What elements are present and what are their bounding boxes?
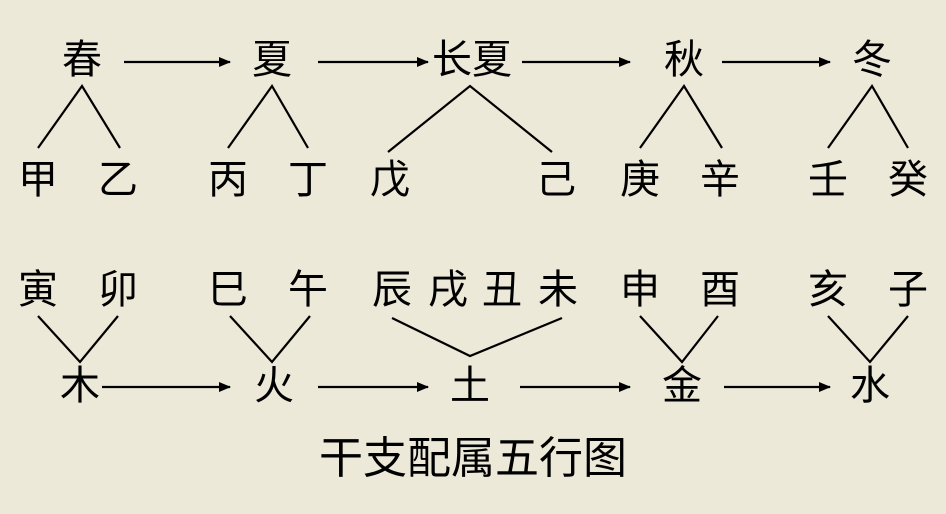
branch-element-link-5	[827, 315, 909, 364]
branch-yin: 寅	[18, 267, 58, 313]
season-summer: 夏	[252, 37, 292, 83]
branch-element-link-4	[639, 315, 719, 364]
branch-mao: 卯	[98, 267, 138, 313]
stem-jia: 甲	[18, 157, 58, 203]
branch-element-link-1	[37, 315, 119, 364]
stem-bing: 丙	[208, 157, 248, 203]
season-stem-link-4	[639, 84, 723, 149]
season-stem-link-2	[227, 83, 309, 149]
element-fire: 火	[254, 363, 294, 409]
element-water: 水	[850, 363, 890, 409]
branch-wu: 午	[288, 267, 328, 313]
branch-xu: 戌	[428, 267, 468, 313]
branch-zi: 子	[888, 267, 928, 313]
diagram-caption: 干支配属五行图	[319, 433, 627, 484]
branch-chen: 辰	[372, 267, 412, 313]
element-metal: 金	[662, 363, 702, 409]
branch-shen: 申	[620, 267, 660, 313]
branch-element-link-2	[229, 315, 311, 364]
branch-hai: 亥	[808, 267, 848, 313]
stem-yi: 乙	[98, 157, 138, 203]
element-wood: 木	[60, 363, 100, 409]
branch-you: 酉	[700, 267, 740, 313]
stem-xin: 辛	[700, 157, 740, 203]
stem-ji: 己	[536, 157, 576, 203]
stem-wu: 戊	[370, 157, 410, 203]
season-spring: 春	[62, 37, 102, 83]
branch-wei: 未	[538, 267, 578, 313]
branch-si: 巳	[208, 267, 248, 313]
season-stem-link-1	[37, 84, 121, 149]
stem-ren: 壬	[808, 157, 848, 203]
season-stem-link-3	[387, 84, 553, 153]
season-late-summer: 长夏	[432, 37, 512, 83]
stem-geng: 庚	[620, 157, 660, 203]
season-stem-link-5	[827, 83, 909, 149]
branch-element-link-3	[391, 316, 563, 358]
stem-gui: 癸	[888, 157, 928, 203]
branch-chou: 丑	[482, 267, 522, 313]
stem-ding: 丁	[288, 157, 328, 203]
season-winter: 冬	[852, 37, 892, 83]
element-earth: 土	[450, 363, 490, 409]
season-autumn: 秋	[664, 37, 704, 83]
